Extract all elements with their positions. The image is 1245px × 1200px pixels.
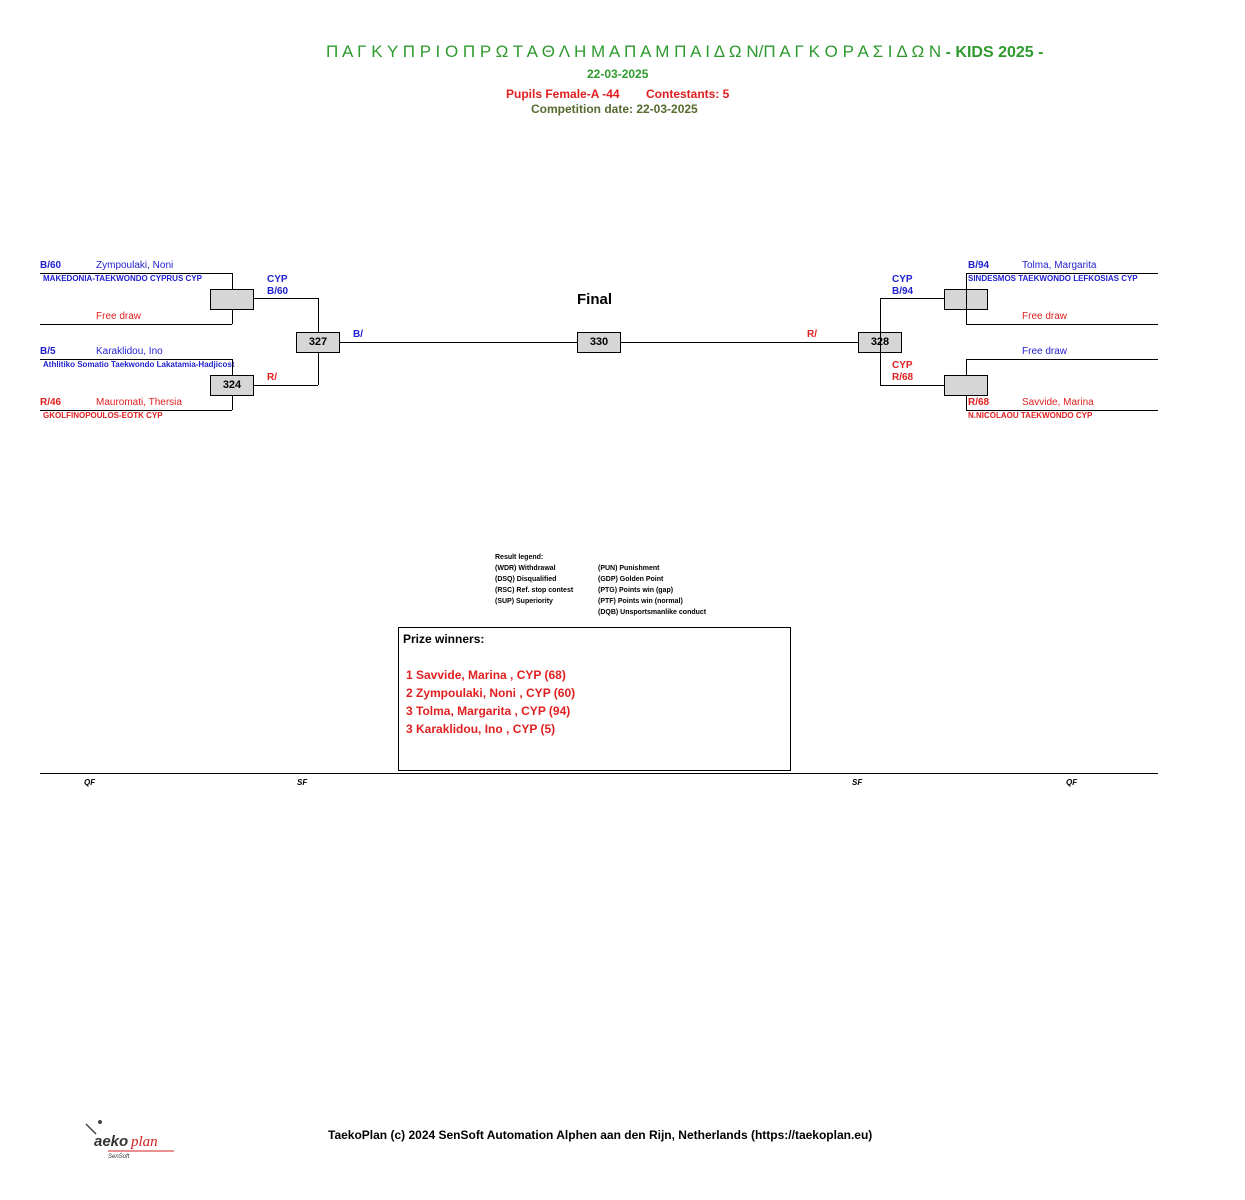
legend-left-column: (WDR) Withdrawal (DSQ) Disqualified (RSC… bbox=[495, 563, 573, 607]
legend-item: (RSC) Ref. stop contest bbox=[495, 587, 574, 594]
right-adv-country-top: CYP bbox=[892, 274, 913, 285]
left-m324-result: R/ bbox=[267, 372, 277, 383]
event-title-greek: Π Α Γ Κ Υ Π Ρ Ι Ο Π Ρ Ω Τ Α Θ Λ Η Μ Α Π … bbox=[326, 42, 942, 61]
left-p1-seed: B/60 bbox=[40, 260, 62, 271]
taekoplan-logo: aeko plan SenSoft bbox=[78, 1118, 178, 1163]
left-p2-club: Athlitiko Somatio Taekwondo Lakatamia-Ha… bbox=[43, 360, 235, 369]
right-p3-seed: R/68 bbox=[968, 397, 990, 408]
left-m324-out-line bbox=[254, 385, 318, 386]
legend-item: (DSQ) Disqualified bbox=[495, 576, 557, 583]
prize-winner-1: 1 Savvide, Marina , CYP (68) bbox=[406, 668, 566, 682]
left-m327-result: B/ bbox=[353, 329, 363, 340]
legend-item: (GDP) Golden Point bbox=[598, 576, 664, 583]
right-m1-vline bbox=[966, 273, 967, 324]
right-m2-out-line bbox=[880, 385, 944, 386]
right-p2-free-draw: Free draw bbox=[1022, 346, 1068, 357]
round-axis-line bbox=[40, 773, 1158, 774]
right-p1-seed: B/94 bbox=[968, 260, 990, 271]
round-qf-left: QF bbox=[84, 778, 96, 787]
left-p1-name: Zympoulaki, Noni bbox=[96, 260, 174, 271]
prize-winner-2: 2 Zympoulaki, Noni , CYP (60) bbox=[406, 686, 576, 700]
legend-item: (WDR) Withdrawal bbox=[495, 565, 556, 572]
left-p3-name: Mauromati, Thersia bbox=[96, 397, 182, 408]
left-p1-line bbox=[40, 273, 232, 274]
match-330-box[interactable]: 330 bbox=[577, 332, 621, 353]
left-p2-name: Karaklidou, Ino bbox=[96, 346, 163, 357]
right-m2-box[interactable] bbox=[944, 375, 988, 396]
legend-title: Result legend: bbox=[495, 554, 544, 561]
left-m1-out-line bbox=[254, 298, 318, 299]
left-p3-seed: R/46 bbox=[40, 397, 62, 408]
logo-sub-text: SenSoft bbox=[108, 1154, 130, 1160]
match-327-box[interactable]: 327 bbox=[296, 332, 340, 353]
contestants-count: Contestants: 5 bbox=[646, 87, 730, 101]
event-date: 22-03-2025 bbox=[587, 67, 649, 81]
event-title: Π Α Γ Κ Υ Π Ρ Ι Ο Π Ρ Ω Τ Α Θ Λ Η Μ Α Π … bbox=[326, 42, 1043, 62]
prize-winner-3b: 3 Karaklidou, Ino , CYP (5) bbox=[406, 722, 556, 736]
logo-taeko-text: aeko bbox=[94, 1133, 128, 1150]
round-qf-right: QF bbox=[1066, 778, 1078, 787]
legend-item: (PTG) Points win (gap) bbox=[598, 587, 674, 594]
match-324-box[interactable]: 324 bbox=[210, 375, 254, 396]
footer-copyright: TaekoPlan (c) 2024 SenSoft Automation Al… bbox=[328, 1128, 873, 1142]
final-label: Final bbox=[577, 291, 613, 308]
event-title-suffix: - KIDS 2025 - bbox=[941, 44, 1044, 61]
legend-item: (PUN) Punishment bbox=[598, 565, 660, 572]
left-adv-seed: B/60 bbox=[267, 286, 289, 297]
prize-winner-3a: 3 Tolma, Margarita , CYP (94) bbox=[406, 704, 571, 718]
right-p1-free-draw: Free draw bbox=[1022, 311, 1068, 322]
logo-plan-text: plan bbox=[130, 1134, 158, 1150]
right-sf-vline bbox=[880, 298, 881, 385]
round-sf-left: SF bbox=[297, 778, 308, 787]
left-final-line bbox=[340, 342, 577, 343]
competition-date: Competition date: 22-03-2025 bbox=[531, 102, 698, 116]
right-p3-name: Savvide, Marina bbox=[1022, 397, 1094, 408]
right-p1-club: SINDESMOS TAEKWONDO LEFKOSIAS CYP bbox=[968, 274, 1138, 283]
legend-item: (SUP) Superiority bbox=[495, 598, 553, 605]
prize-winners-box: Prize winners: 1 Savvide, Marina , CYP (… bbox=[398, 627, 791, 771]
left-p1-club: MAKEDONIA-TAEKWONDO CYPRUS CYP bbox=[43, 274, 202, 283]
right-p3-club: N.NICOLAOU TAEKWONDO CYP bbox=[968, 411, 1093, 420]
legend-item: (PTF) Points win (normal) bbox=[598, 598, 683, 605]
taekoplan-logo-mark: aeko plan SenSoft bbox=[85, 1120, 174, 1160]
left-p2-seed: B/5 bbox=[40, 346, 56, 357]
prize-winners-title: Prize winners: bbox=[403, 632, 485, 646]
left-p1-free-draw: Free draw bbox=[96, 311, 142, 322]
left-p3-club: GKOLFINOPOULOS-EOTK CYP bbox=[43, 411, 163, 420]
right-p3-line bbox=[966, 410, 1158, 411]
right-m1-out-line bbox=[880, 298, 944, 299]
category-label: Pupils Female-A -44 bbox=[506, 87, 620, 101]
left-m1-box[interactable] bbox=[210, 289, 254, 310]
left-adv-country: CYP bbox=[267, 274, 288, 285]
right-adv-seed-bottom: R/68 bbox=[892, 372, 914, 383]
right-p1-name: Tolma, Margarita bbox=[1022, 260, 1097, 271]
right-adv-seed-top: B/94 bbox=[892, 286, 914, 297]
left-p2-line bbox=[40, 359, 232, 360]
left-p3-line bbox=[40, 410, 232, 411]
right-m328-result: R/ bbox=[807, 329, 817, 340]
right-p1-line bbox=[966, 273, 1158, 274]
legend-item: (DQB) Unsportsmanlike conduct bbox=[598, 609, 707, 616]
round-sf-right: SF bbox=[852, 778, 863, 787]
right-final-line bbox=[621, 342, 858, 343]
right-free-line-bottom bbox=[966, 359, 1158, 360]
right-free-line-top bbox=[966, 324, 1158, 325]
right-adv-country-bottom: CYP bbox=[892, 360, 913, 371]
left-free-line bbox=[40, 324, 232, 325]
legend-right-column: (PUN) Punishment (GDP) Golden Point (PTG… bbox=[598, 563, 706, 618]
